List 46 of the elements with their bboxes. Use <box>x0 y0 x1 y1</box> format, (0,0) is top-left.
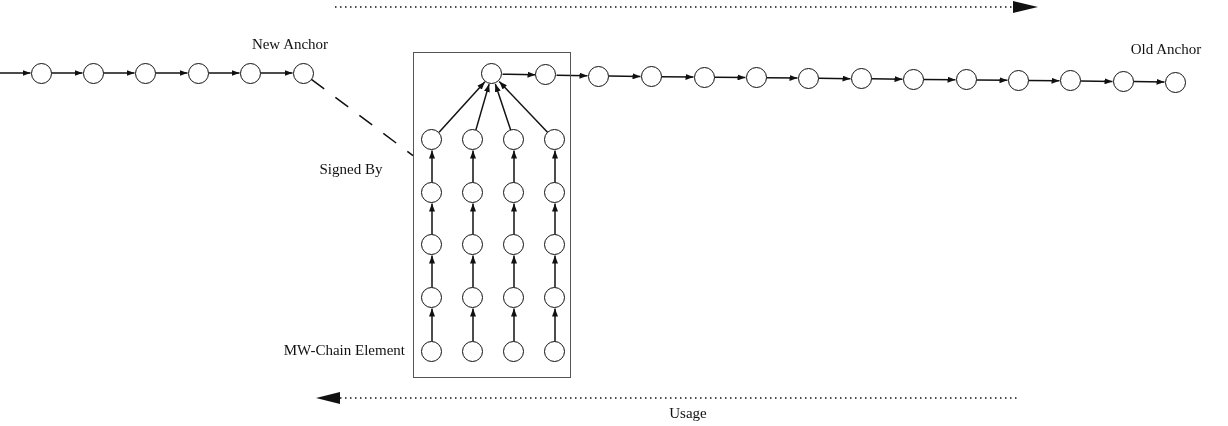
arrow <box>817 75 852 82</box>
group-frame <box>413 52 571 378</box>
arrow <box>552 307 558 343</box>
arrow <box>429 149 435 184</box>
arrow <box>511 254 517 289</box>
arrow <box>498 80 549 134</box>
node-label: Old Anchor <box>1130 41 1202 58</box>
arrow <box>607 73 642 80</box>
arrow <box>511 202 517 236</box>
arrow <box>207 70 241 76</box>
arrow <box>475 83 490 131</box>
arrow <box>1079 78 1114 85</box>
arrow <box>660 73 695 80</box>
arrow <box>429 202 435 236</box>
arrow <box>1027 77 1061 84</box>
arrow <box>552 149 558 184</box>
arrow <box>713 74 747 81</box>
edge-label: Signed By <box>319 161 383 178</box>
arrow <box>511 149 517 184</box>
arrow <box>470 149 476 184</box>
arrow <box>1132 78 1166 85</box>
arrow <box>259 70 294 76</box>
arrow <box>494 83 512 131</box>
arrow <box>438 81 486 133</box>
arrow <box>555 72 589 79</box>
arrow <box>870 76 904 83</box>
arrow <box>154 70 189 76</box>
arrow <box>470 202 476 236</box>
arrow <box>429 307 435 343</box>
arrow <box>922 76 957 83</box>
arrow <box>511 307 517 343</box>
arrow <box>470 307 476 343</box>
dashed-line <box>310 78 414 157</box>
arrow <box>975 77 1009 84</box>
arrow <box>470 254 476 289</box>
node-label: New Anchor <box>251 36 329 53</box>
text-label: Usage <box>669 405 707 422</box>
arrow <box>50 70 84 76</box>
arrow <box>552 202 558 236</box>
arrow <box>765 75 799 81</box>
text-label: MW-Chain Element <box>283 342 405 359</box>
arrow <box>429 254 435 289</box>
arrow <box>0 70 32 76</box>
arrow <box>552 254 558 289</box>
arrow <box>501 71 537 78</box>
arrow <box>102 70 136 76</box>
